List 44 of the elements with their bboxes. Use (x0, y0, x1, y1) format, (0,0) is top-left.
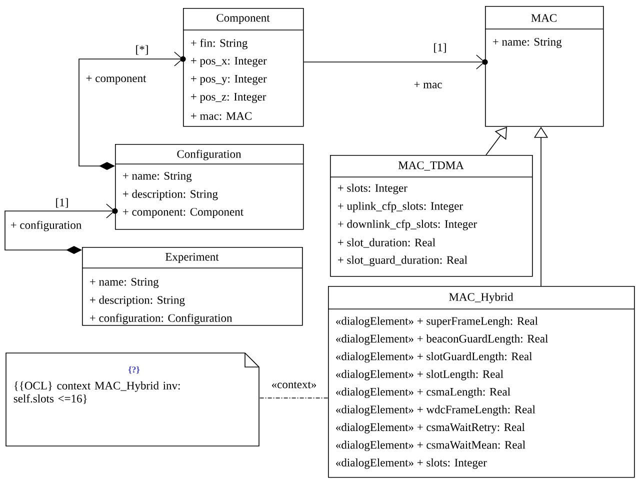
attribute-text: + pos_y: Integer (190, 75, 267, 85)
attribute-text: «dialogElement» + csmaWaitRetry: Real (336, 422, 525, 434)
class-name: Component (216, 14, 270, 24)
attribute-text: + downlink_cfp_slots: Integer (338, 220, 477, 230)
attribute-text: + slot_duration: Real (338, 238, 436, 248)
class-name: MAC_TDMA (398, 161, 464, 171)
note-text: {{OCL} context MAC_Hybrid inv: self.slots <=16} (14, 381, 180, 404)
edge-label: + configuration (9, 220, 83, 232)
attribute-text: + mac: MAC (190, 112, 252, 120)
class-name: Configuration (177, 150, 242, 160)
attribute-text: + slot_guard_duration: Real (338, 256, 468, 266)
attribute-text: + name: String (90, 278, 159, 288)
multiplicity-label: [*] (136, 45, 148, 55)
attribute-text: + name: String (122, 172, 192, 182)
connector-arrow (78, 52, 186, 170)
attribute-text: + pos_z: Integer (190, 93, 266, 103)
attribute-text: «dialogElement» + slotLength: Real (336, 370, 504, 380)
attribute-text: + name: String (493, 38, 562, 48)
edge-label: + mac (412, 80, 444, 90)
attribute-text: + uplink_cfp_slots: Integer (338, 202, 463, 212)
attribute-text: «dialogElement» + slotGuardLength: Real (336, 352, 532, 363)
edge-label: «context» (270, 380, 318, 390)
attribute-text: «dialogElement» + superFrameLengh: Real (336, 316, 538, 328)
attribute-text: «dialogElement» + slots: Integer (336, 458, 487, 469)
class-name: MAC (531, 14, 556, 22)
class-name: MAC_Hybrid (449, 292, 514, 304)
attribute-text: + slots: Integer (338, 184, 408, 194)
attribute-text: «dialogElement» + beaconGuardLength: Real (336, 334, 548, 345)
attribute-text: + component: Component (122, 208, 244, 218)
attribute-text: «dialogElement» + wdcFrameLength: Real (336, 405, 536, 416)
connector-arrow (303, 54, 488, 70)
multiplicity-label: [1] (434, 43, 446, 53)
attribute-text: + fin: String (190, 38, 248, 50)
edge-label: + component (84, 74, 148, 86)
multiplicity-label: [1] (56, 198, 68, 208)
class-name: Experiment (166, 252, 219, 264)
attribute-text: + description: String (90, 296, 185, 306)
attribute-text: «dialogElement» + csmaWaitMean: Real (336, 440, 526, 452)
attribute-text: + configuration: Configuration (90, 314, 232, 324)
attribute-text: + description: String (122, 190, 218, 200)
constraint-icon: {?} (128, 366, 140, 374)
connector-arrow (4, 204, 118, 254)
attribute-text: «dialogElement» + csmaLength: Real (336, 388, 510, 398)
attribute-text: + pos_x: Integer (190, 57, 267, 67)
